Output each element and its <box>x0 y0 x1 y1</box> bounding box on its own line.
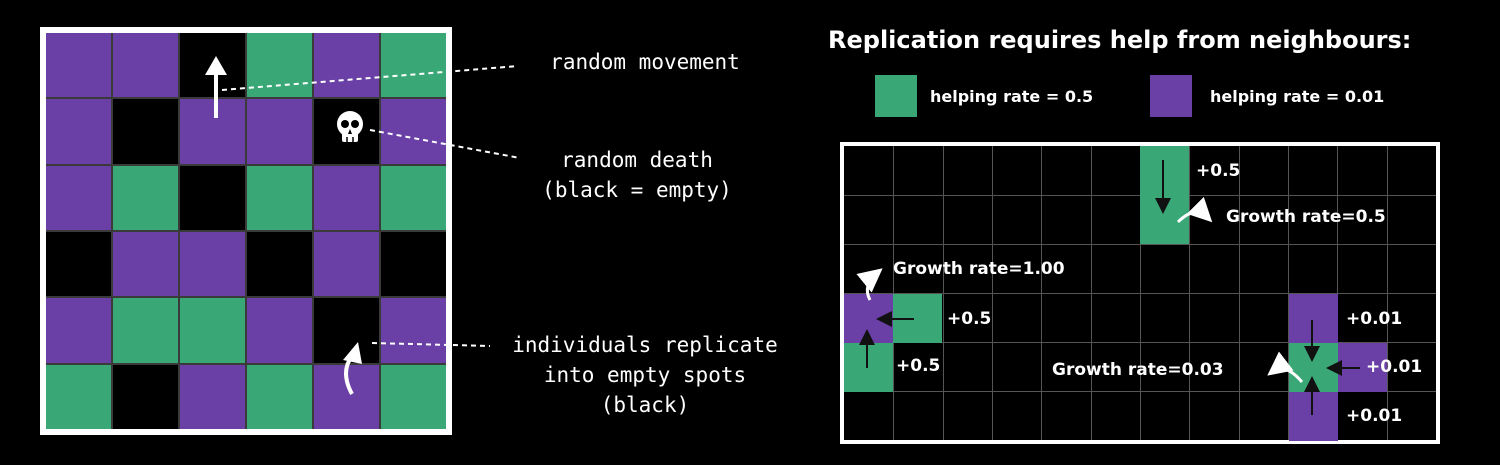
replicate-annotation: individuals replicate into empty spots (… <box>512 333 778 417</box>
death-annotation: random death (black = empty) <box>542 148 732 202</box>
legend-label-purple: helping rate = 0.01 <box>1210 87 1385 106</box>
lattice-cell-green <box>381 165 446 230</box>
lattice-cell-purple <box>180 232 245 297</box>
lattice-grid <box>40 27 452 435</box>
label-left-growth: Growth rate=1.00 <box>893 259 1065 279</box>
cell-purple-left <box>844 294 893 343</box>
label-right-help-top: +0.01 <box>1346 309 1403 329</box>
right-panel-title: Replication requires help from neighbour… <box>828 26 1412 54</box>
lattice-cell-green <box>247 364 312 429</box>
lattice-cell-green <box>247 165 312 230</box>
cell-green-left-below <box>844 343 893 392</box>
cell-green-left-right <box>893 294 942 343</box>
cell-purple-right-bottom <box>1289 392 1338 441</box>
legend-label-green: helping rate = 0.5 <box>930 87 1094 106</box>
lattice-cell-purple <box>46 99 111 164</box>
legend-swatch-green <box>875 75 917 117</box>
label-right-help-bottom: +0.01 <box>1346 406 1403 426</box>
lattice-cell-black <box>113 364 178 429</box>
lattice-cell-black <box>381 232 446 297</box>
grid-line-horizontal <box>844 391 1436 392</box>
neighbour-grid <box>840 142 1440 444</box>
lattice-cell-black <box>113 99 178 164</box>
lattice-cell-green <box>113 298 178 363</box>
lattice-cell-purple <box>46 165 111 230</box>
lattice-cell-green <box>46 364 111 429</box>
lattice-cell-purple <box>113 33 178 98</box>
legend-swatch-purple <box>1150 75 1192 117</box>
lattice-cell-purple <box>314 33 379 98</box>
label-top-help: +0.5 <box>1196 161 1241 181</box>
lattice-cell-purple <box>180 364 245 429</box>
lattice-cell-purple <box>314 165 379 230</box>
lattice-cell-purple <box>381 99 446 164</box>
lattice-cell-purple <box>314 364 379 429</box>
lattice-cell-purple <box>381 298 446 363</box>
lattice-cell-black <box>314 298 379 363</box>
lattice-cell-green <box>180 298 245 363</box>
lattice-cell-purple <box>113 232 178 297</box>
lattice-cell-purple <box>314 232 379 297</box>
grid-line-horizontal <box>844 342 1436 343</box>
movement-annotation: random movement <box>550 50 740 74</box>
lattice-cell-purple <box>46 33 111 98</box>
grid-line-horizontal <box>844 293 1436 294</box>
lattice-cell-purple <box>46 298 111 363</box>
lattice-cell-green <box>381 364 446 429</box>
lattice-cell-green <box>113 165 178 230</box>
lattice-cell-purple <box>180 99 245 164</box>
cell-green-right-center <box>1289 343 1338 392</box>
grid-line-horizontal <box>844 244 1436 245</box>
label-top-growth: Growth rate=0.5 <box>1226 207 1386 227</box>
cell-green-top <box>1140 146 1189 244</box>
lattice-cell-black <box>247 232 312 297</box>
label-right-growth: Growth rate=0.03 <box>1052 360 1224 380</box>
lattice-cell-black <box>46 232 111 297</box>
lattice-cell-purple <box>247 298 312 363</box>
lattice-cell-green <box>247 33 312 98</box>
lattice-cell-black <box>314 99 379 164</box>
lattice-cells <box>46 33 446 429</box>
lattice-cell-purple <box>247 99 312 164</box>
label-right-help-mid: +0.01 <box>1366 357 1423 377</box>
lattice-cell-black <box>180 165 245 230</box>
cell-purple-right-top <box>1289 294 1338 343</box>
label-left-help-below: +0.5 <box>896 356 941 376</box>
label-left-help-right: +0.5 <box>947 309 992 329</box>
lattice-cell-black <box>180 33 245 98</box>
lattice-cell-green <box>381 33 446 98</box>
